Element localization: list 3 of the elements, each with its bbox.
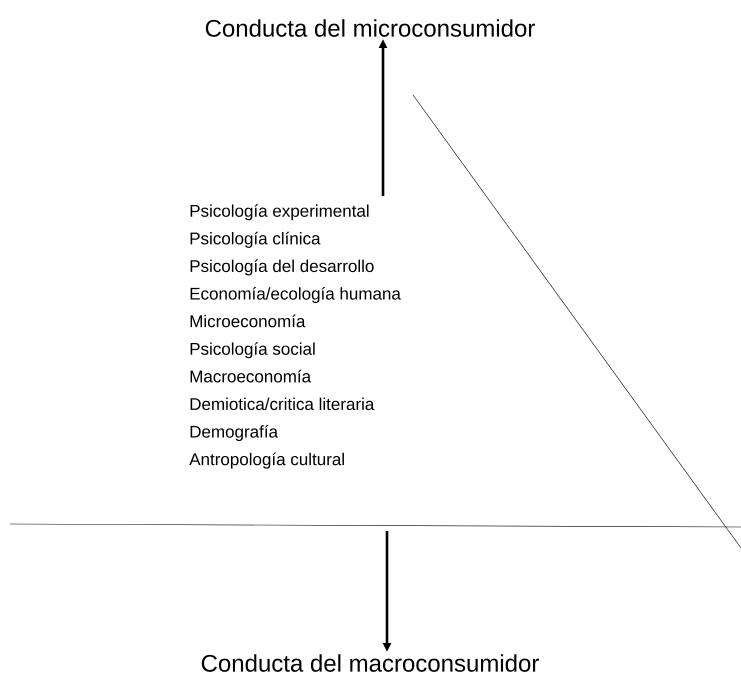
discipline-list: Psicología experimental Psicología clínica Psicología del desarrollo Economía/ecología humana Microeconomía Psicología social Macroeconomía Demiotica/critica literaria Demografía Antropología cultural xyxy=(189,204,401,469)
heading-text: Conducta del microconsumidor xyxy=(206,19,535,37)
heading-text: Conducta del macroconsumidor xyxy=(202,654,539,672)
